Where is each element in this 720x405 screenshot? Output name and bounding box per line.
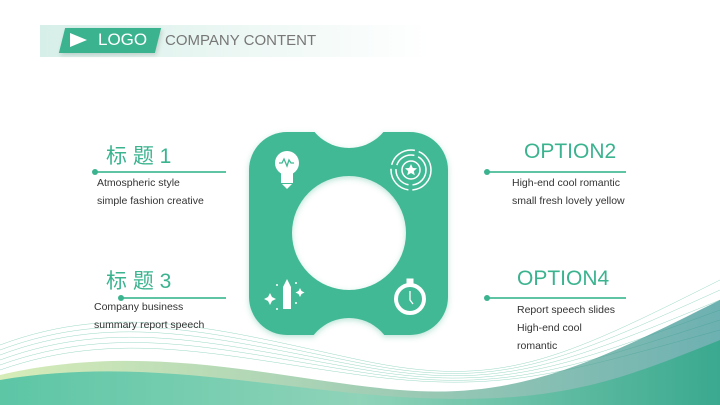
item-2-desc: High-end cool romantic small fresh lovely… bbox=[512, 174, 625, 210]
item-1-line-1: Atmospheric style bbox=[97, 177, 180, 189]
item-3-title: 标 题 3 bbox=[106, 270, 172, 293]
item-4-line-1: Report speech slides bbox=[517, 304, 616, 316]
item-1-title: 标 题 1 bbox=[106, 145, 172, 168]
item-2-divider bbox=[484, 169, 626, 175]
stopwatch-icon bbox=[394, 278, 426, 315]
item-2-line-2: small fresh lovely yellow bbox=[512, 195, 625, 207]
item-1-desc: Atmospheric style simple fashion creative bbox=[97, 174, 204, 210]
item-3-divider bbox=[118, 295, 226, 301]
item-3-desc: Company business summary report speech bbox=[94, 298, 204, 334]
maze-star-icon bbox=[390, 149, 432, 191]
item-4-title: OPTION4 bbox=[517, 267, 610, 290]
company-content: COMPANY CONTENT bbox=[165, 32, 317, 49]
item-4-line-2: High-end cool bbox=[517, 322, 582, 334]
item-1-line-2: simple fashion creative bbox=[97, 195, 204, 207]
central-diagram bbox=[249, 132, 448, 335]
item-1-divider bbox=[92, 169, 226, 175]
item-4-divider bbox=[484, 295, 626, 301]
logo-text: LOGO bbox=[98, 30, 148, 49]
item-3-line-1: Company business bbox=[94, 301, 184, 313]
play-icon bbox=[70, 33, 87, 47]
item-2-title: OPTION2 bbox=[524, 140, 617, 163]
lightbulb-icon bbox=[275, 151, 299, 189]
sparkle-pen-icon bbox=[264, 279, 305, 310]
item-4-line-3: romantic bbox=[517, 340, 558, 352]
item-2-line-1: High-end cool romantic bbox=[512, 177, 620, 189]
item-3-line-2: summary report speech bbox=[94, 319, 205, 331]
